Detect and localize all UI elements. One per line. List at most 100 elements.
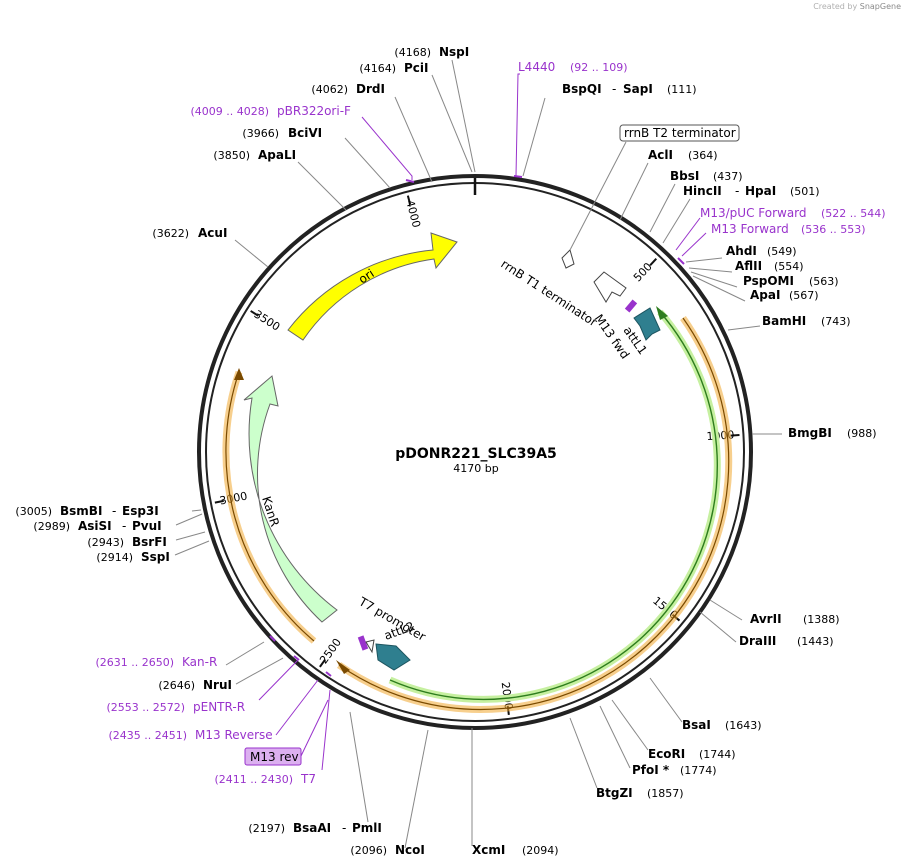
- rrnb-t2-feature: [561, 249, 575, 269]
- avrii-pos: (1388): [803, 613, 840, 626]
- xcmi-name: XcmI: [472, 843, 505, 857]
- ecori-name: EcoRI: [648, 747, 685, 761]
- bp-tick-label: 4000: [403, 199, 423, 229]
- bp-tick-label: 2500: [317, 636, 344, 666]
- bsaai-sep: -: [342, 821, 346, 835]
- attl1-feature: [633, 307, 661, 341]
- rrnb-t1-feature: [593, 271, 627, 303]
- acui-pos: (3622): [152, 227, 189, 240]
- plasmid-length: 4170 bp: [453, 462, 498, 475]
- ncoi-pos: (2096): [350, 844, 387, 857]
- primer-leaders: [258, 73, 707, 771]
- pentr-range: (2553 .. 2572): [106, 701, 185, 714]
- ncoi-name: NcoI: [395, 843, 425, 857]
- m13puc-range: (522 .. 544): [821, 207, 886, 220]
- drdi-name: DrdI: [356, 82, 385, 96]
- orf-track-right-line: [338, 317, 730, 711]
- ahdi-pos: (549): [767, 245, 797, 258]
- m13rev-box-leader: [300, 699, 329, 757]
- l4440-name: L4440: [518, 60, 555, 74]
- esp3i-name: Esp3I: [122, 504, 159, 518]
- m13fwd-name: M13 Forward: [711, 222, 789, 236]
- xcmi-pos: (2094): [522, 844, 559, 857]
- m13rev-range: (2435 .. 2451): [108, 729, 187, 742]
- m13rev-box: [244, 747, 302, 766]
- m13fwd-range: (536 .. 553): [801, 223, 866, 236]
- btgzi-pos: (1857): [647, 787, 684, 800]
- bp-tick: [214, 499, 224, 504]
- aflii-name: AflII: [735, 259, 762, 273]
- bbsi-pos: (437): [713, 170, 743, 183]
- bsmbi-sep: -: [112, 504, 116, 518]
- insert-track-line: [389, 311, 718, 701]
- pbr322-range: (4009 .. 4028): [190, 105, 269, 118]
- kanr-feature: [243, 375, 338, 623]
- primer-marks: [269, 175, 685, 677]
- backbone-outer-ring: [197, 174, 753, 730]
- bamhi-pos: (743): [821, 315, 851, 328]
- asisi-pos: (2989): [33, 520, 70, 533]
- asisi-sep: -: [122, 519, 126, 533]
- t7-arrow: [365, 639, 375, 654]
- ecori-pos: (1744): [699, 748, 736, 761]
- m13puc-name: M13/pUC Forward: [700, 206, 807, 220]
- pcii-pos: (4164): [359, 62, 396, 75]
- sspi-pos: (2914): [96, 551, 133, 564]
- apai-name: ApaI: [750, 288, 780, 302]
- nspi-name: NspI: [439, 45, 469, 59]
- bspqi-sep: -: [612, 82, 616, 96]
- pcii-name: PciI: [404, 61, 429, 75]
- acui-name: AcuI: [198, 226, 227, 240]
- bspqi-pos: (111): [667, 83, 697, 96]
- pentr-name: pENTR-R: [193, 700, 245, 714]
- nspi-pos: (4168): [394, 46, 431, 59]
- bcivi-name: BciVI: [288, 126, 322, 140]
- bp-tick: [250, 310, 259, 317]
- bsrfi-name: BsrFI: [132, 535, 167, 549]
- bmgbi-name: BmgBI: [788, 426, 832, 440]
- insert-track: [388, 309, 721, 703]
- bspqi-name: BspQI: [562, 82, 602, 96]
- bbsi-name: BbsI: [670, 169, 699, 183]
- btgzi-name: BtgZI: [596, 786, 633, 800]
- pbr322-name: pBR322ori-F: [277, 104, 351, 118]
- bsrfi-pos: (2943): [87, 536, 124, 549]
- insert-arrow-head: [656, 306, 668, 320]
- pfoi-pos: (1774): [680, 764, 717, 777]
- rrnb-t2-box: [619, 124, 740, 142]
- orf-track-left-line: [225, 371, 315, 642]
- orf-left-arrow-head: [234, 368, 244, 380]
- draiii-name: DraIII: [739, 634, 776, 648]
- bp-tick: [406, 195, 412, 205]
- pfoi-name: PfoI *: [632, 763, 670, 777]
- aflii-pos: (554): [774, 260, 804, 273]
- pvui-name: PvuI: [132, 519, 162, 533]
- attl2-feature: [375, 643, 411, 671]
- orf-arrow-head: [336, 660, 350, 674]
- nrui-name: NruI: [203, 678, 232, 692]
- t7-promoter-feature: [357, 635, 369, 651]
- sapi-name: SapI: [623, 82, 653, 96]
- hpai-name: HpaI: [745, 184, 776, 198]
- hincii-name: HincII: [683, 184, 722, 198]
- bsaai-pos: (2197): [248, 822, 285, 835]
- m13rev-name: M13 Reverse: [195, 728, 273, 742]
- bp-tick-label: 3500: [252, 308, 283, 334]
- bsai-name: BsaI: [682, 718, 711, 732]
- sspi-name: SspI: [141, 550, 170, 564]
- bcivi-pos: (3966): [242, 127, 279, 140]
- m13rev-box-label: M13 rev: [250, 750, 299, 764]
- watermark-prefix: Created by: [813, 2, 858, 11]
- bmgbi-pos: (988): [847, 427, 877, 440]
- apai-pos: (567): [789, 289, 819, 302]
- bsai-pos: (1643): [725, 719, 762, 732]
- t7-range: (2411 .. 2430): [214, 773, 293, 786]
- drdi-pos: (4062): [311, 83, 348, 96]
- watermark-brand: SnapGene: [859, 2, 901, 11]
- kanr-primer-name: Kan-R: [182, 655, 217, 669]
- pspomi-pos: (563): [809, 275, 839, 288]
- m13-fwd-feature: [624, 299, 638, 313]
- asisi-name: AsiSI: [78, 519, 112, 533]
- snapgene-watermark: Created by SnapGene: [813, 2, 901, 11]
